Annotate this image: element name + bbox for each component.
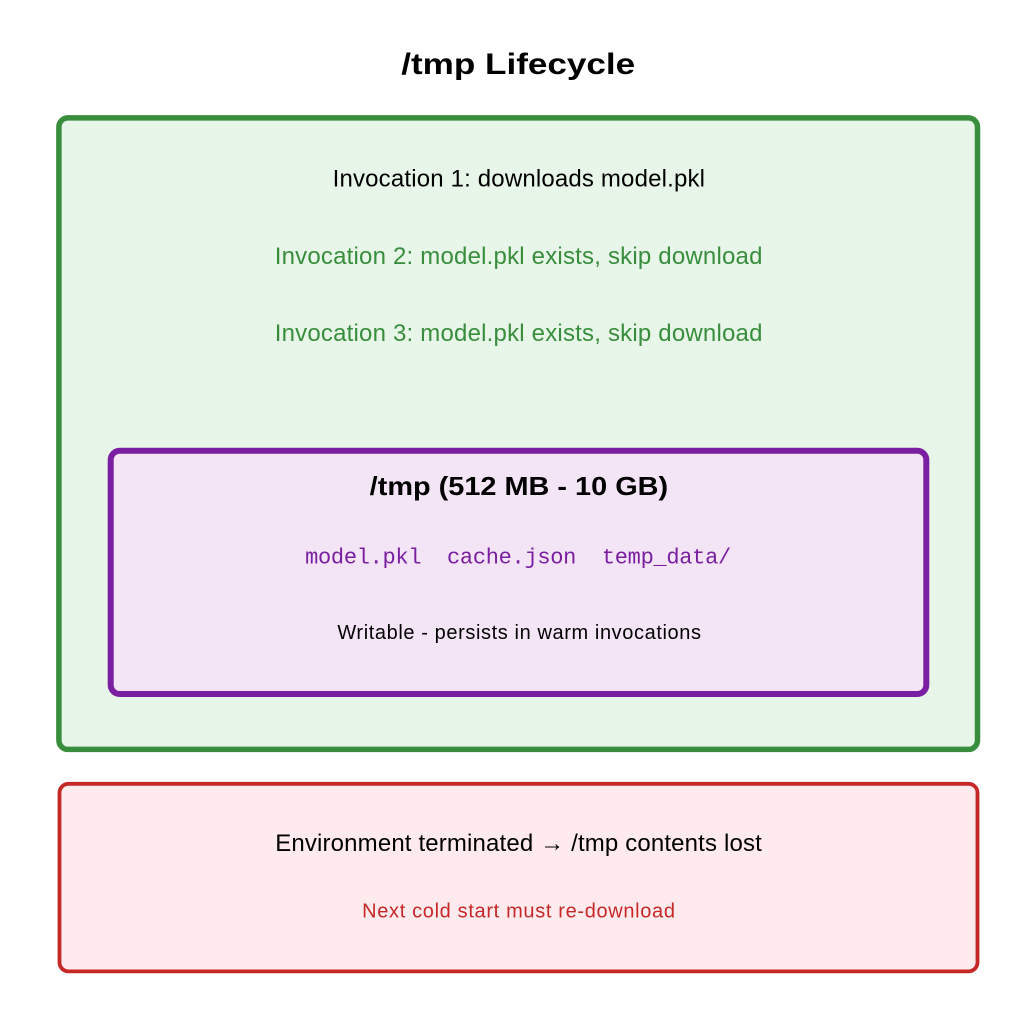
- svg-text:Next cold start must re-downlo: Next cold start must re-download: [362, 901, 675, 923]
- svg-text:/tmp (512 MB - 10 GB): /tmp (512 MB - 10 GB): [370, 471, 668, 500]
- svg-text:Invocation 3: model.pkl exists: Invocation 3: model.pkl exists, skip dow…: [275, 320, 763, 347]
- svg-text:Writable - persists in warm in: Writable - persists in warm invocations: [337, 622, 701, 644]
- svg-text:model.pkl cache.json temp_da: model.pkl cache.json temp_data/: [305, 546, 731, 571]
- svg-text:Invocation 1: downloads model.: Invocation 1: downloads model.pkl: [333, 165, 706, 192]
- svg-text:Invocation 2: model.pkl exists: Invocation 2: model.pkl exists, skip dow…: [275, 243, 763, 270]
- svg-text:Environment terminated → /tmp: Environment terminated → /tmp contents l…: [275, 830, 762, 857]
- svg-text:/tmp Lifecycle: /tmp Lifecycle: [401, 46, 635, 80]
